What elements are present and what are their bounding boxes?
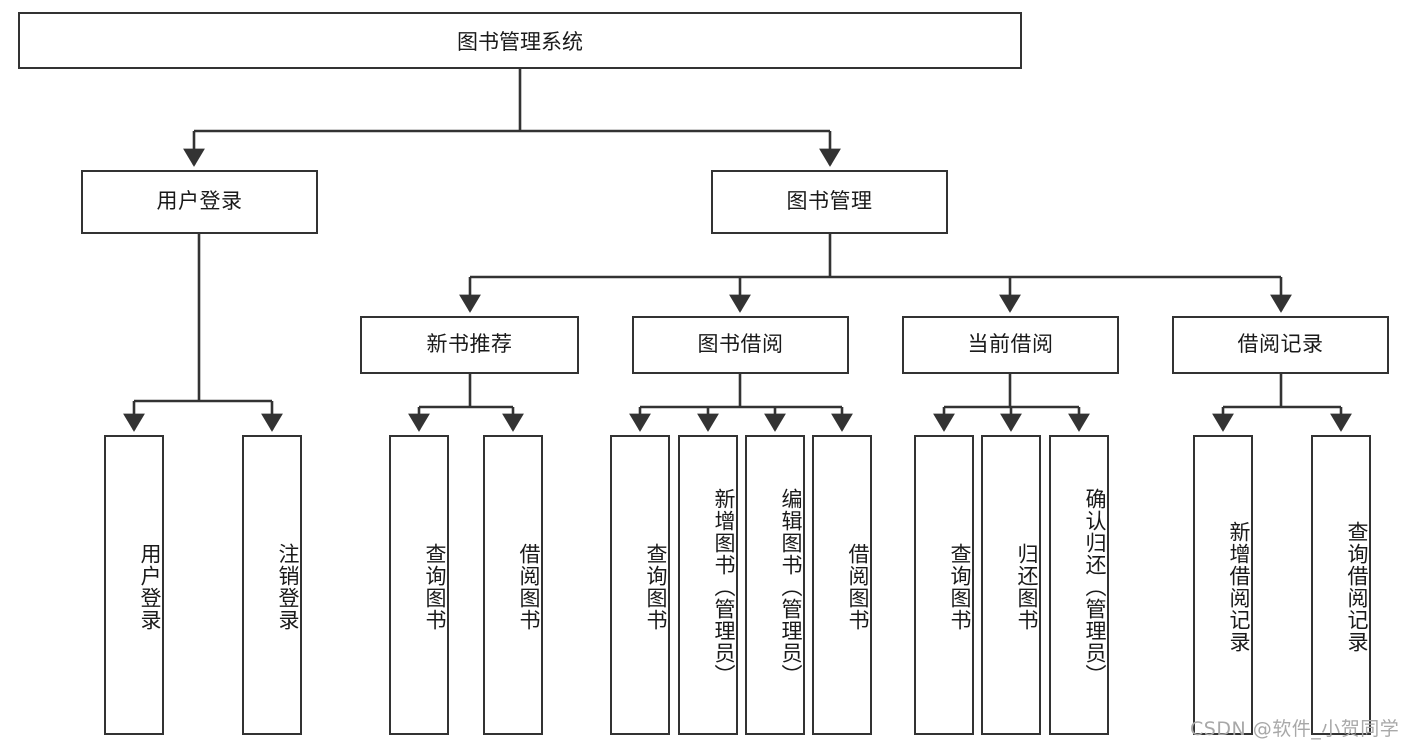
leaf-add-book-admin[interactable]: 新增图书（管理员） — [678, 435, 738, 735]
leaf-query-book-newbook[interactable]: 查询图书 — [389, 435, 449, 735]
node-label: 查询图书 — [644, 543, 668, 631]
node-book-borrow[interactable]: 图书借阅 — [632, 316, 849, 374]
node-label: 图书管理系统 — [457, 29, 583, 54]
node-label: 当前借阅 — [967, 332, 1054, 357]
node-label: 查询借阅记录 — [1345, 521, 1369, 653]
leaf-confirm-return-admin[interactable]: 确认归还（管理员） — [1049, 435, 1109, 735]
node-current-borrow[interactable]: 当前借阅 — [902, 316, 1119, 374]
node-label: 借阅图书 — [846, 543, 870, 631]
node-label: 编辑图书（管理员） — [779, 488, 803, 686]
node-new-book-recommend[interactable]: 新书推荐 — [360, 316, 579, 374]
node-label: 确认归还（管理员） — [1083, 488, 1107, 686]
leaf-borrow-book[interactable]: 借阅图书 — [812, 435, 872, 735]
csdn-watermark: CSDN @软件_小贺同学 — [1190, 718, 1400, 740]
leaf-query-borrow-record[interactable]: 查询借阅记录 — [1311, 435, 1371, 735]
node-borrow-record[interactable]: 借阅记录 — [1172, 316, 1389, 374]
leaf-edit-book-admin[interactable]: 编辑图书（管理员） — [745, 435, 805, 735]
leaf-user-login[interactable]: 用户登录 — [104, 435, 164, 735]
node-label: 用户登录 — [138, 543, 162, 631]
node-label: 新书推荐 — [426, 332, 513, 357]
node-label: 借阅记录 — [1237, 332, 1324, 357]
leaf-query-book-borrow[interactable]: 查询图书 — [610, 435, 670, 735]
leaf-borrow-book-newbook[interactable]: 借阅图书 — [483, 435, 543, 735]
node-root-system[interactable]: 图书管理系统 — [18, 12, 1022, 69]
node-label: 用户登录 — [156, 189, 243, 214]
node-label: 新增借阅记录 — [1227, 521, 1251, 653]
node-book-management[interactable]: 图书管理 — [711, 170, 948, 234]
leaf-logout[interactable]: 注销登录 — [242, 435, 302, 735]
node-label: 新增图书（管理员） — [712, 488, 736, 686]
leaf-return-book[interactable]: 归还图书 — [981, 435, 1041, 735]
node-label: 注销登录 — [276, 543, 300, 631]
leaf-add-borrow-record[interactable]: 新增借阅记录 — [1193, 435, 1253, 735]
node-label: 图书管理 — [786, 189, 873, 214]
node-label: 查询图书 — [948, 543, 972, 631]
leaf-query-book-current[interactable]: 查询图书 — [914, 435, 974, 735]
node-user-login[interactable]: 用户登录 — [81, 170, 318, 234]
node-label: 图书借阅 — [697, 332, 784, 357]
node-label: 借阅图书 — [517, 543, 541, 631]
node-label: 归还图书 — [1015, 543, 1039, 631]
node-label: 查询图书 — [423, 543, 447, 631]
